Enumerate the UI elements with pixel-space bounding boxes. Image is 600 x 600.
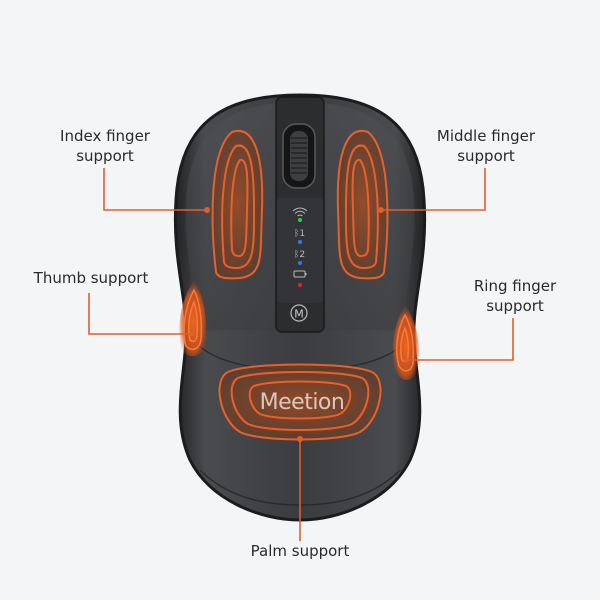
- ring-finger-pad: [392, 305, 420, 380]
- wifi-icon: [292, 207, 308, 217]
- svg-text:M: M: [294, 308, 304, 321]
- callout-palm-line1: Palm support: [250, 542, 350, 560]
- thumb-leader: [88, 293, 192, 335]
- callout-index-line1: Index finger: [60, 127, 150, 145]
- indicator-panel: ᛒ1 ᛒ2: [292, 207, 308, 287]
- callout-dots: [189, 207, 409, 442]
- mode-button[interactable]: M: [290, 304, 308, 322]
- bt2-led: [298, 261, 302, 265]
- callout-middle-finger: Middle finger support: [424, 126, 548, 166]
- wifi-led: [298, 218, 302, 222]
- battery-icon: [293, 270, 307, 278]
- middle-finger-pad: [336, 129, 389, 280]
- middle-leader: [381, 168, 486, 211]
- callout-ring-line1: Ring finger: [473, 277, 557, 295]
- bluetooth-1-icon: ᛒ1: [294, 228, 305, 239]
- callout-index-finger: Index finger support: [44, 126, 166, 166]
- callout-ring-line2: support: [486, 297, 544, 315]
- callout-middle-line2: support: [457, 147, 515, 165]
- callout-palm: Palm support: [230, 541, 370, 561]
- ring-leader: [406, 318, 514, 361]
- index-finger-pad: [211, 129, 264, 280]
- callout-lines: [88, 168, 514, 541]
- thumb-pad: [179, 280, 207, 357]
- index-leader: [103, 168, 207, 211]
- bt1-led: [298, 240, 302, 244]
- callout-middle-line1: Middle finger: [436, 127, 536, 145]
- callout-thumb: Thumb support: [22, 268, 160, 288]
- bluetooth-2-icon: ᛒ2: [294, 249, 305, 260]
- brand-logo: Meetion: [260, 390, 345, 415]
- callout-ring-finger: Ring finger support: [460, 276, 570, 316]
- palm-pad: [218, 363, 382, 441]
- battery-led: [298, 283, 302, 287]
- callout-index-line2: support: [76, 147, 134, 165]
- scroll-wheel[interactable]: [282, 123, 316, 189]
- callout-thumb-line1: Thumb support: [33, 269, 149, 287]
